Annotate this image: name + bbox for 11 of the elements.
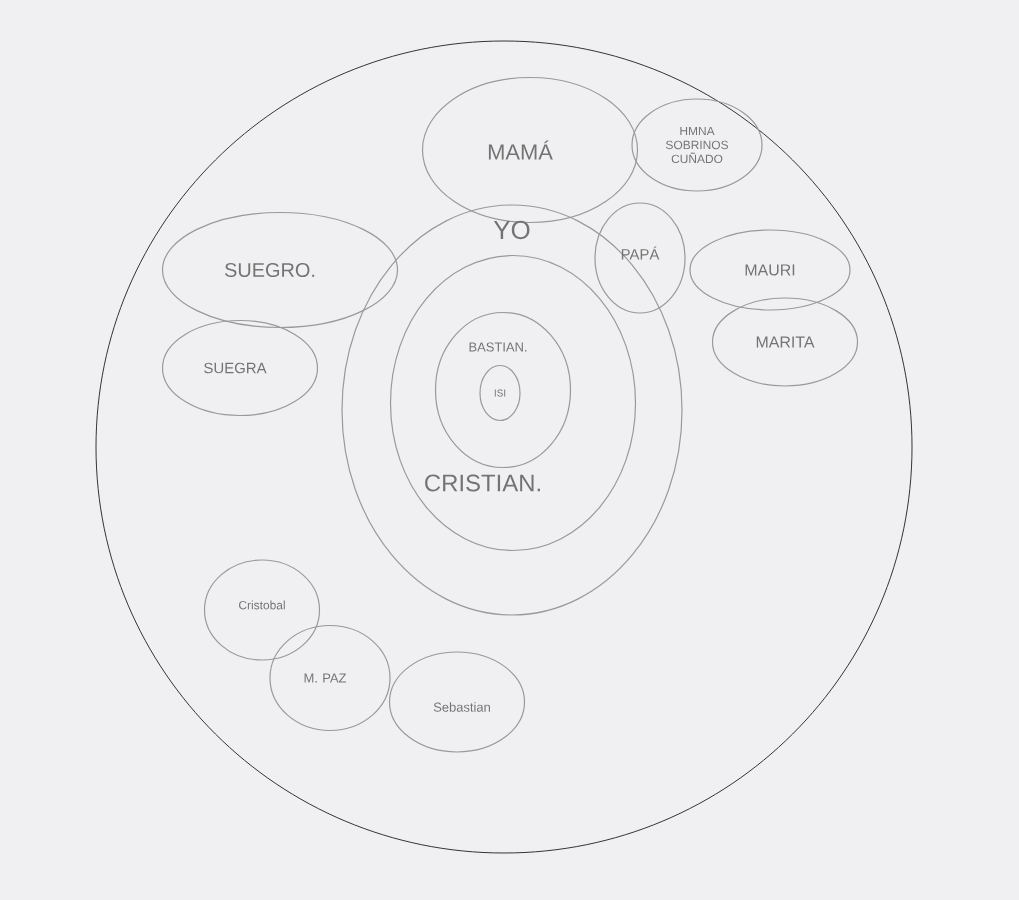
name-oval: M. PAZ — [269, 624, 391, 732]
name-oval: SUEGRO. — [161, 211, 399, 329]
name-oval: PAPÁ — [594, 202, 686, 314]
name-oval: Sebastian — [388, 651, 526, 753]
name-oval: MARITA — [711, 297, 859, 387]
name-oval: ISI — [479, 364, 521, 422]
name-oval: HMNA SOBRINOS CUÑADO — [631, 98, 763, 192]
outer-circle — [95, 40, 913, 854]
name-oval: Cristobal — [203, 559, 321, 661]
name-oval: SUEGRA — [161, 319, 319, 417]
name-oval: MAURI — [689, 229, 851, 311]
